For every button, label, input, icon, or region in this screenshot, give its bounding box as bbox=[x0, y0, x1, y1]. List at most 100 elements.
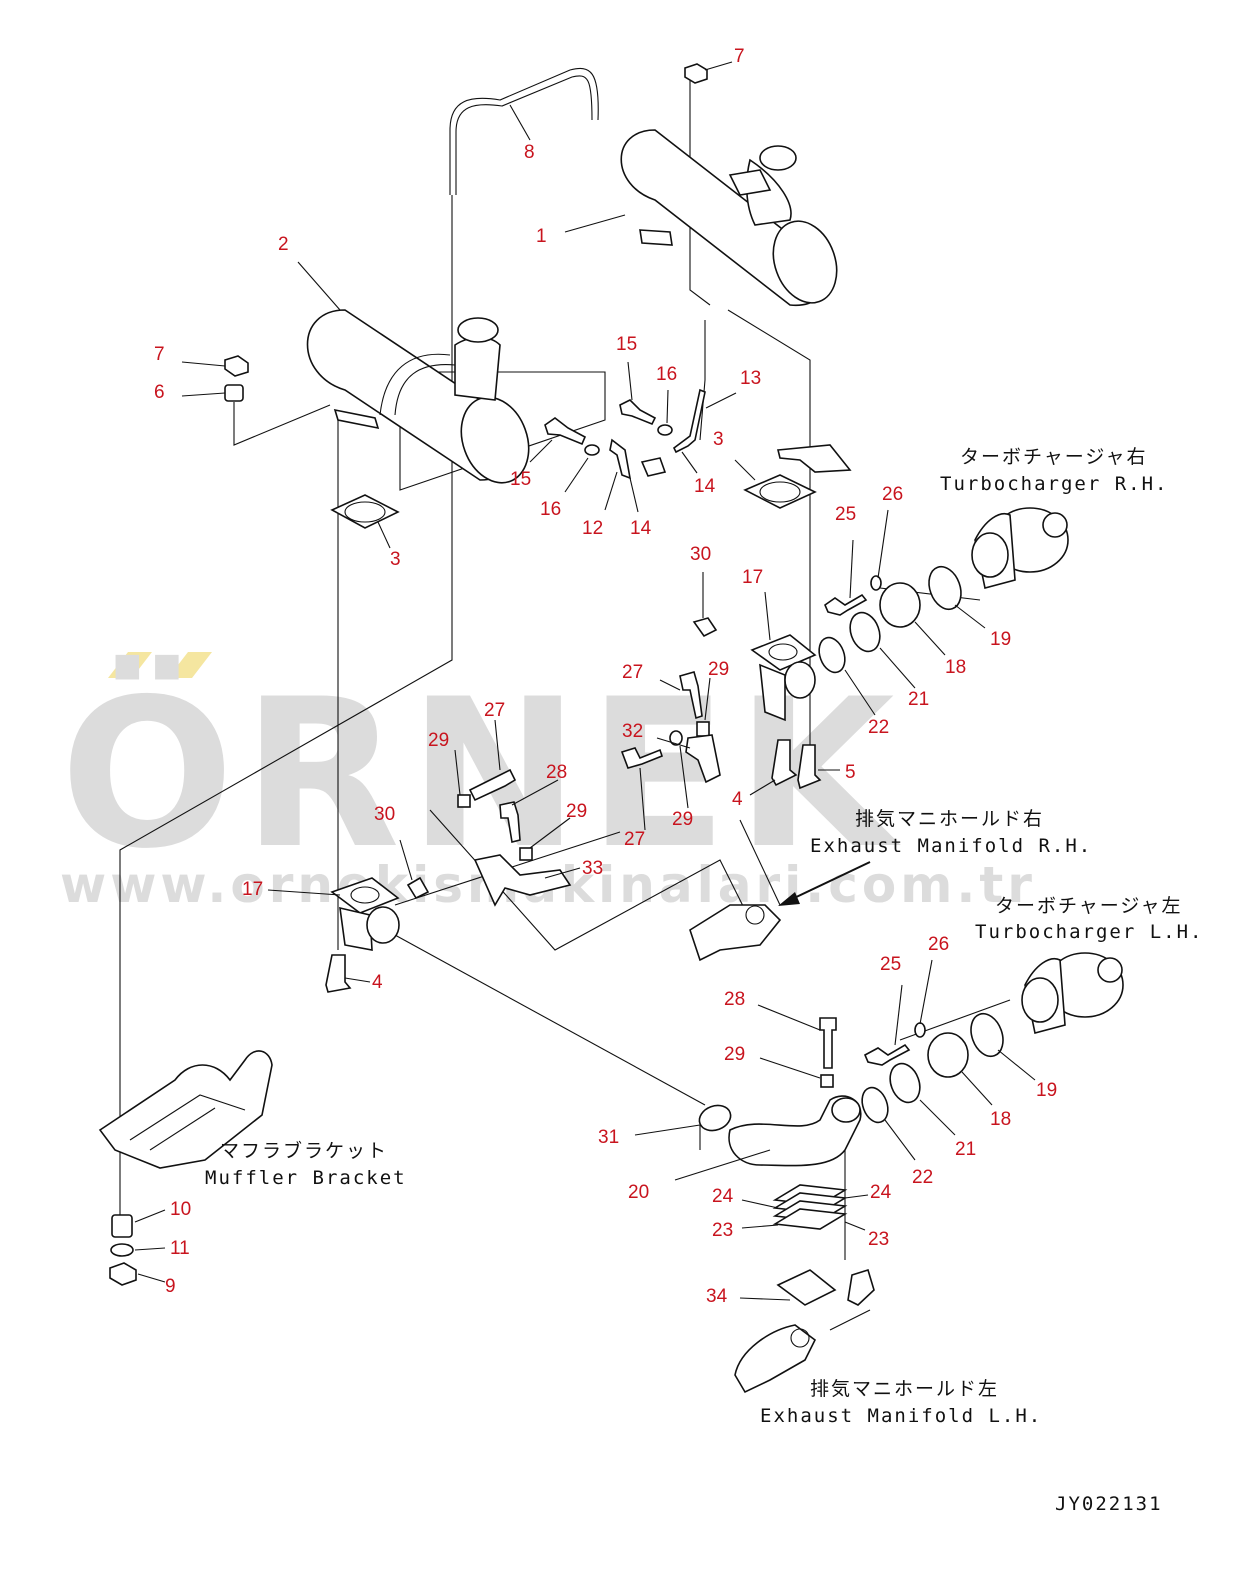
elbow-17-rh bbox=[750, 634, 817, 722]
callout-26-rh: 26 bbox=[882, 484, 903, 505]
washer-26-rh bbox=[870, 575, 882, 591]
callout-9: 9 bbox=[165, 1276, 176, 1297]
callout-31: 31 bbox=[598, 1127, 619, 1148]
washer-26-lh bbox=[914, 1022, 926, 1038]
manifold-rh-en: Exhaust Manifold R.H. bbox=[810, 835, 1092, 857]
spacer-10 bbox=[111, 1214, 133, 1238]
bracket-32 bbox=[685, 734, 721, 784]
callout-26-lh: 26 bbox=[928, 934, 949, 955]
callout-10: 10 bbox=[170, 1199, 191, 1220]
plug-30-left bbox=[406, 876, 430, 900]
bracket-12 bbox=[609, 438, 632, 480]
callout-3-left: 3 bbox=[390, 549, 401, 570]
callout-11: 11 bbox=[170, 1238, 190, 1259]
turbo-lh-en: Turbocharger L.H. bbox=[975, 921, 1203, 943]
spacer-29-upper bbox=[696, 721, 710, 737]
exhaust-manifold-lh bbox=[734, 1324, 817, 1394]
bolt-15-left bbox=[544, 417, 587, 446]
callout-16-right: 16 bbox=[656, 364, 677, 385]
nut-7-top bbox=[684, 63, 708, 84]
turbocharger-lh bbox=[1021, 952, 1124, 1034]
callout-16-left: 16 bbox=[540, 499, 561, 520]
bracket-right-top bbox=[776, 444, 852, 473]
callout-20: 20 bbox=[628, 1182, 649, 1203]
callout-24-left: 24 bbox=[712, 1186, 734, 1207]
callout-13: 13 bbox=[740, 368, 761, 389]
washer-11 bbox=[110, 1243, 134, 1257]
manifold-lh-en: Exhaust Manifold L.H. bbox=[760, 1405, 1042, 1427]
callout-7-left: 7 bbox=[154, 344, 165, 365]
callout-30-left: 30 bbox=[374, 804, 395, 825]
callout-14-right: 14 bbox=[694, 476, 716, 497]
callout-27-upper: 27 bbox=[622, 662, 643, 683]
callout-23-left: 23 bbox=[712, 1220, 733, 1241]
pipe-20-end bbox=[831, 1097, 861, 1123]
spacer-29-lh bbox=[820, 1074, 834, 1088]
bolt-27-upper bbox=[679, 671, 703, 720]
bracket-33 bbox=[473, 854, 572, 907]
callout-32: 32 bbox=[622, 721, 643, 742]
callout-29-mid: 29 bbox=[566, 801, 587, 822]
callout-6: 6 bbox=[154, 382, 165, 403]
muffler-lh bbox=[306, 309, 530, 484]
callout-numbers: 7 8 1 2 7 6 15 16 13 3 15 16 12 14 14 3 … bbox=[154, 46, 1057, 1307]
callout-27-lower: 27 bbox=[624, 829, 645, 850]
gasket-right bbox=[743, 474, 817, 509]
callout-28-lh: 28 bbox=[724, 989, 745, 1010]
captions: ターボチャージャ右 Turbocharger R.H. 排気マニホールド右 Ex… bbox=[205, 446, 1203, 1515]
bolt-4-rh bbox=[771, 739, 798, 787]
callout-3-right: 3 bbox=[713, 429, 724, 450]
bolt-25-rh bbox=[824, 593, 868, 616]
stay-13 bbox=[672, 388, 706, 454]
callout-14-left: 14 bbox=[630, 518, 652, 539]
exhaust-manifold-rh bbox=[689, 904, 782, 962]
callout-25-rh: 25 bbox=[835, 504, 856, 525]
callout-21-rh: 21 bbox=[908, 689, 929, 710]
callout-29-upper: 29 bbox=[708, 659, 729, 680]
bolt-15-right bbox=[619, 399, 657, 426]
manifold-lh-jp: 排気マニホールド左 bbox=[810, 1378, 999, 1400]
callout-19-lh: 19 bbox=[1036, 1080, 1057, 1101]
callout-12: 12 bbox=[582, 518, 603, 539]
gasket-34 bbox=[776, 1269, 837, 1306]
manifold-rh-jp: 排気マニホールド右 bbox=[855, 808, 1044, 830]
bolt-34 bbox=[847, 1268, 875, 1306]
washer-16-right bbox=[657, 424, 673, 436]
callout-17-lh: 17 bbox=[242, 879, 263, 900]
callout-2: 2 bbox=[278, 234, 289, 255]
callout-33: 33 bbox=[582, 858, 603, 879]
bolt-27-left bbox=[468, 768, 517, 802]
callout-29-left: 29 bbox=[428, 730, 449, 751]
elbow-17-lh bbox=[330, 877, 400, 951]
callout-29-lh: 29 bbox=[724, 1044, 745, 1065]
callout-17-rh: 17 bbox=[742, 567, 763, 588]
leader-lines bbox=[134, 61, 1036, 1301]
arrowhead-manifold-rh bbox=[778, 892, 800, 906]
gasket-left bbox=[330, 494, 400, 529]
callout-18-rh: 18 bbox=[945, 657, 966, 678]
nut-9 bbox=[109, 1262, 137, 1286]
callout-7-top: 7 bbox=[734, 46, 745, 67]
ring-22-lh bbox=[861, 1086, 889, 1124]
bolt-25-lh bbox=[863, 1043, 911, 1066]
callout-19-rh: 19 bbox=[990, 629, 1011, 650]
plug-30-rh bbox=[692, 617, 718, 638]
muffler-bracket-jp: マフラブラケット bbox=[220, 1139, 388, 1162]
bracket-14-mid bbox=[640, 457, 667, 477]
gasket-19-lh bbox=[970, 1012, 1004, 1058]
callout-29-lower: 29 bbox=[672, 809, 693, 830]
shims-23-24 bbox=[772, 1184, 848, 1230]
turbo-rh-en: Turbocharger R.H. bbox=[940, 473, 1168, 495]
pipe-20 bbox=[728, 1095, 862, 1167]
spacer-29-left bbox=[457, 794, 471, 808]
muffler-rh bbox=[620, 129, 838, 306]
adapter-18-rh bbox=[879, 582, 921, 628]
arrow-manifold-rh bbox=[789, 861, 871, 901]
turbo-rh-jp: ターボチャージャ右 bbox=[960, 446, 1147, 468]
gasket-19-rh bbox=[928, 565, 962, 611]
callout-30-rh: 30 bbox=[690, 544, 711, 565]
bolt-5-rh bbox=[797, 744, 822, 790]
callout-24-right: 24 bbox=[870, 1182, 892, 1203]
turbo-lh-jp: ターボチャージャ左 bbox=[995, 895, 1182, 917]
